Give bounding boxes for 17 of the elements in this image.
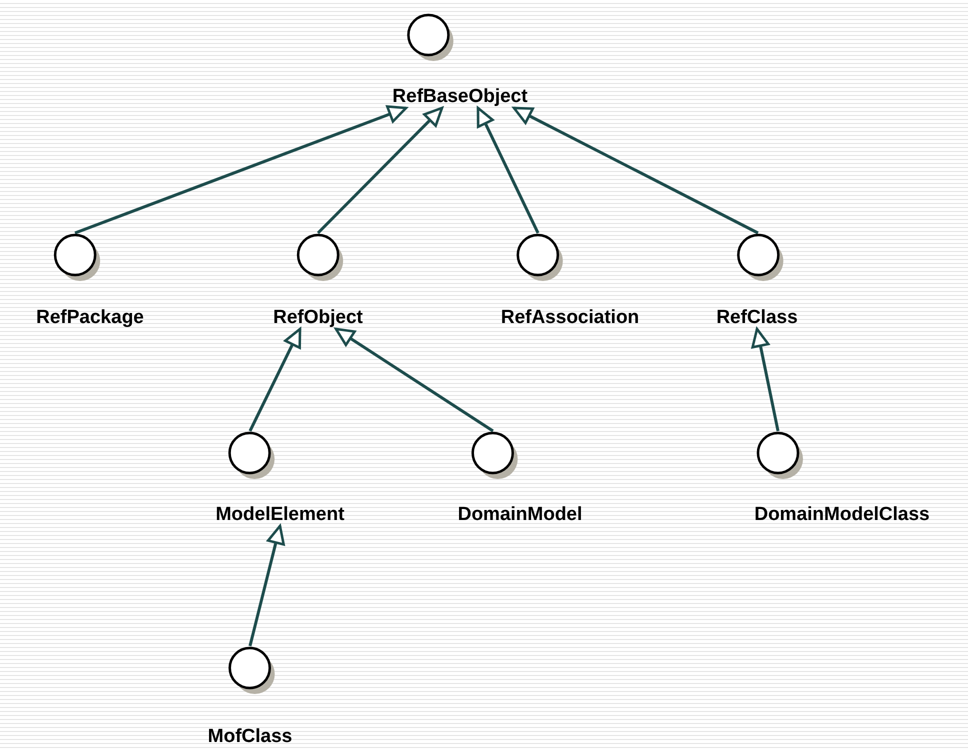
generalization-arrow xyxy=(74,105,408,234)
node-label: DomainModel xyxy=(458,505,582,525)
node-label: RefPackage xyxy=(36,308,144,328)
node-label: RefObject xyxy=(273,308,363,328)
node-label: RefBaseObject xyxy=(392,87,528,107)
generalization-arrow xyxy=(512,106,759,234)
node-label: ModelElement xyxy=(216,505,344,525)
node-label: MofClass xyxy=(208,727,292,747)
generalization-arrow xyxy=(316,106,444,234)
generalization-arrow xyxy=(751,328,780,432)
generalization-arrow xyxy=(248,328,302,432)
node-label: RefAssociation xyxy=(500,308,640,328)
node-label: RefClass xyxy=(716,308,798,328)
node-label: DomainModelClass xyxy=(754,505,930,525)
generalization-arrow xyxy=(476,106,540,234)
generalization-arrow xyxy=(334,328,494,432)
generalization-arrow xyxy=(248,524,285,646)
